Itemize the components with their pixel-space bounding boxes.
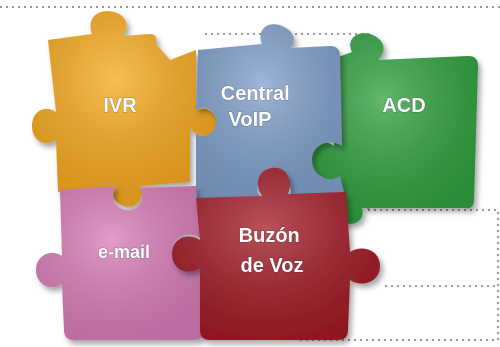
buzon-de-voz-label-line-2: de Voz <box>241 255 304 277</box>
puzzle-piece-ivr <box>32 11 217 207</box>
puzzle-piece-buzon-de-voz <box>172 167 380 340</box>
buzon-de-voz-label-line-1: Buzón <box>239 225 300 247</box>
email-label-line: e-mail <box>98 242 150 262</box>
central-voip-label-line-1: Central <box>221 83 290 105</box>
central-voip-label: Central VoIP <box>221 83 295 131</box>
acd-label-line: ACD <box>382 95 425 117</box>
central-voip-label-line-2: VoIP <box>229 109 272 131</box>
right-dotted-frame <box>368 209 499 340</box>
ivr-label-line: IVR <box>103 95 137 117</box>
email-label: e-mail <box>98 242 150 262</box>
puzzle-piece-acd <box>306 33 478 224</box>
puzzle-piece-central-voip <box>196 24 344 200</box>
acd-label: ACD <box>382 95 425 117</box>
ivr-label: IVR <box>103 95 137 117</box>
buzon-de-voz-label: Buzón de Voz <box>239 225 306 277</box>
puzzle-piece-email <box>36 186 204 340</box>
